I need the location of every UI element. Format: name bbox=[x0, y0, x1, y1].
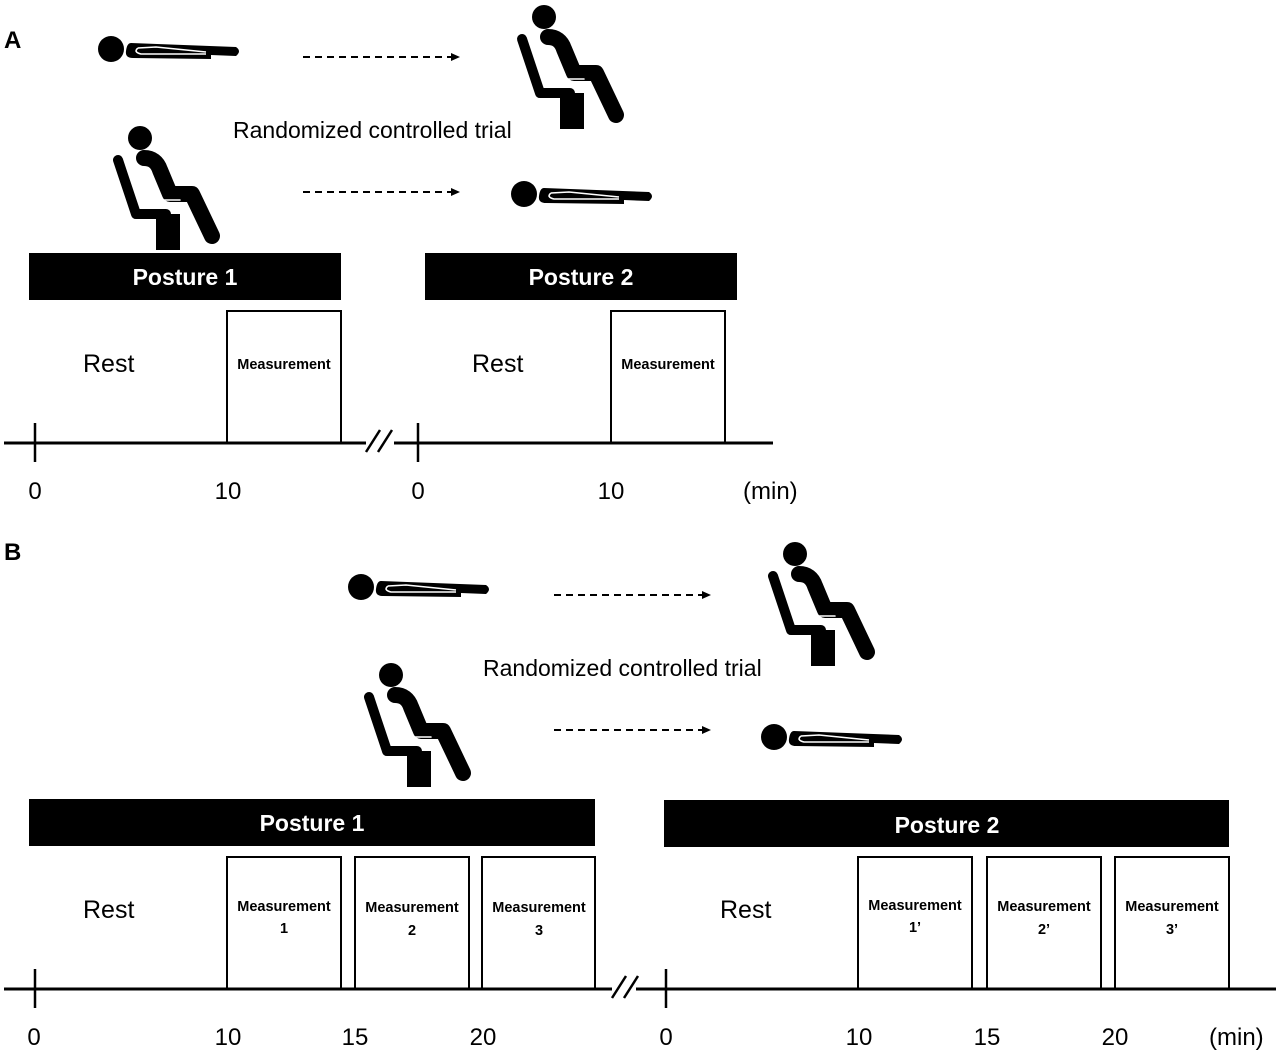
measurement-label: Measurement bbox=[868, 898, 962, 914]
sitting-person-icon bbox=[773, 542, 867, 666]
supine-person-icon bbox=[347, 573, 490, 601]
tick-label: 0 bbox=[411, 478, 424, 505]
panel-b: B Randomized controlled trial Posture 1 … bbox=[4, 539, 1276, 1051]
supine-person-icon bbox=[760, 723, 903, 751]
tick-label: 10 bbox=[215, 478, 242, 505]
measurement-label: Measurement bbox=[365, 900, 459, 916]
measurement-label: Measurement bbox=[997, 899, 1091, 915]
panel-b-label: B bbox=[4, 539, 21, 566]
unit-label: (min) bbox=[743, 478, 798, 505]
tick-label: 0 bbox=[659, 1024, 672, 1051]
panel-a-label: A bbox=[4, 27, 21, 54]
sitting-person-icon bbox=[369, 663, 463, 787]
rct-label: Randomized controlled trial bbox=[483, 655, 762, 681]
tick-label: 15 bbox=[342, 1024, 369, 1051]
posture-2-label: Posture 2 bbox=[529, 264, 634, 290]
measurement-2-prime-box bbox=[986, 856, 1102, 990]
sitting-person-icon bbox=[118, 126, 212, 250]
measurement-label: Measurement bbox=[1125, 899, 1219, 915]
rest-label: Rest bbox=[720, 896, 771, 924]
panel-a: A Randomized controlled trial Posture 1 … bbox=[4, 5, 798, 505]
axis-break-icon bbox=[364, 429, 394, 453]
measurement-label: Measurement bbox=[237, 357, 331, 373]
supine-person-icon bbox=[97, 35, 240, 63]
measurement-label: Measurement bbox=[492, 900, 586, 916]
tick-label: 10 bbox=[598, 478, 625, 505]
axis-break-icon bbox=[610, 975, 640, 999]
posture-1-bar bbox=[29, 799, 595, 846]
posture-1-label: Posture 1 bbox=[133, 264, 238, 290]
rest-label: Rest bbox=[83, 896, 134, 924]
measurement-3-box bbox=[481, 856, 596, 990]
measurement-number: 3’ bbox=[1166, 922, 1178, 938]
rest-label: Rest bbox=[472, 350, 523, 378]
tick-label: 20 bbox=[1102, 1024, 1129, 1051]
measurement-number: 2 bbox=[408, 923, 416, 939]
measurement-number: 1’ bbox=[909, 920, 921, 936]
posture-1-label: Posture 1 bbox=[260, 810, 365, 836]
measurement-2-box bbox=[354, 856, 470, 990]
posture-2-label: Posture 2 bbox=[895, 812, 1000, 838]
tick-label: 0 bbox=[27, 1024, 40, 1051]
measurement-number: 1 bbox=[280, 921, 288, 937]
supine-person-icon bbox=[510, 180, 653, 208]
measurement-label: Measurement bbox=[237, 899, 331, 915]
tick-label: 0 bbox=[28, 478, 41, 505]
measurement-1-prime-box bbox=[857, 856, 973, 990]
tick-label: 20 bbox=[470, 1024, 497, 1051]
measurement-3-prime-box bbox=[1114, 856, 1230, 990]
tick-label: 10 bbox=[215, 1024, 242, 1051]
sitting-person-icon bbox=[522, 5, 616, 129]
measurement-label: Measurement bbox=[621, 357, 715, 373]
posture-1-bar bbox=[29, 253, 341, 300]
unit-label: (min) bbox=[1209, 1024, 1264, 1051]
posture-2-bar bbox=[664, 800, 1229, 847]
measurement-number: 3 bbox=[535, 923, 543, 939]
measurement-box bbox=[610, 310, 726, 444]
rct-label: Randomized controlled trial bbox=[233, 117, 512, 143]
rest-label: Rest bbox=[83, 350, 134, 378]
posture-2-bar bbox=[425, 253, 737, 300]
tick-label: 10 bbox=[846, 1024, 873, 1051]
tick-label: 15 bbox=[974, 1024, 1001, 1051]
measurement-box bbox=[226, 310, 342, 444]
measurement-number: 2’ bbox=[1038, 922, 1050, 938]
